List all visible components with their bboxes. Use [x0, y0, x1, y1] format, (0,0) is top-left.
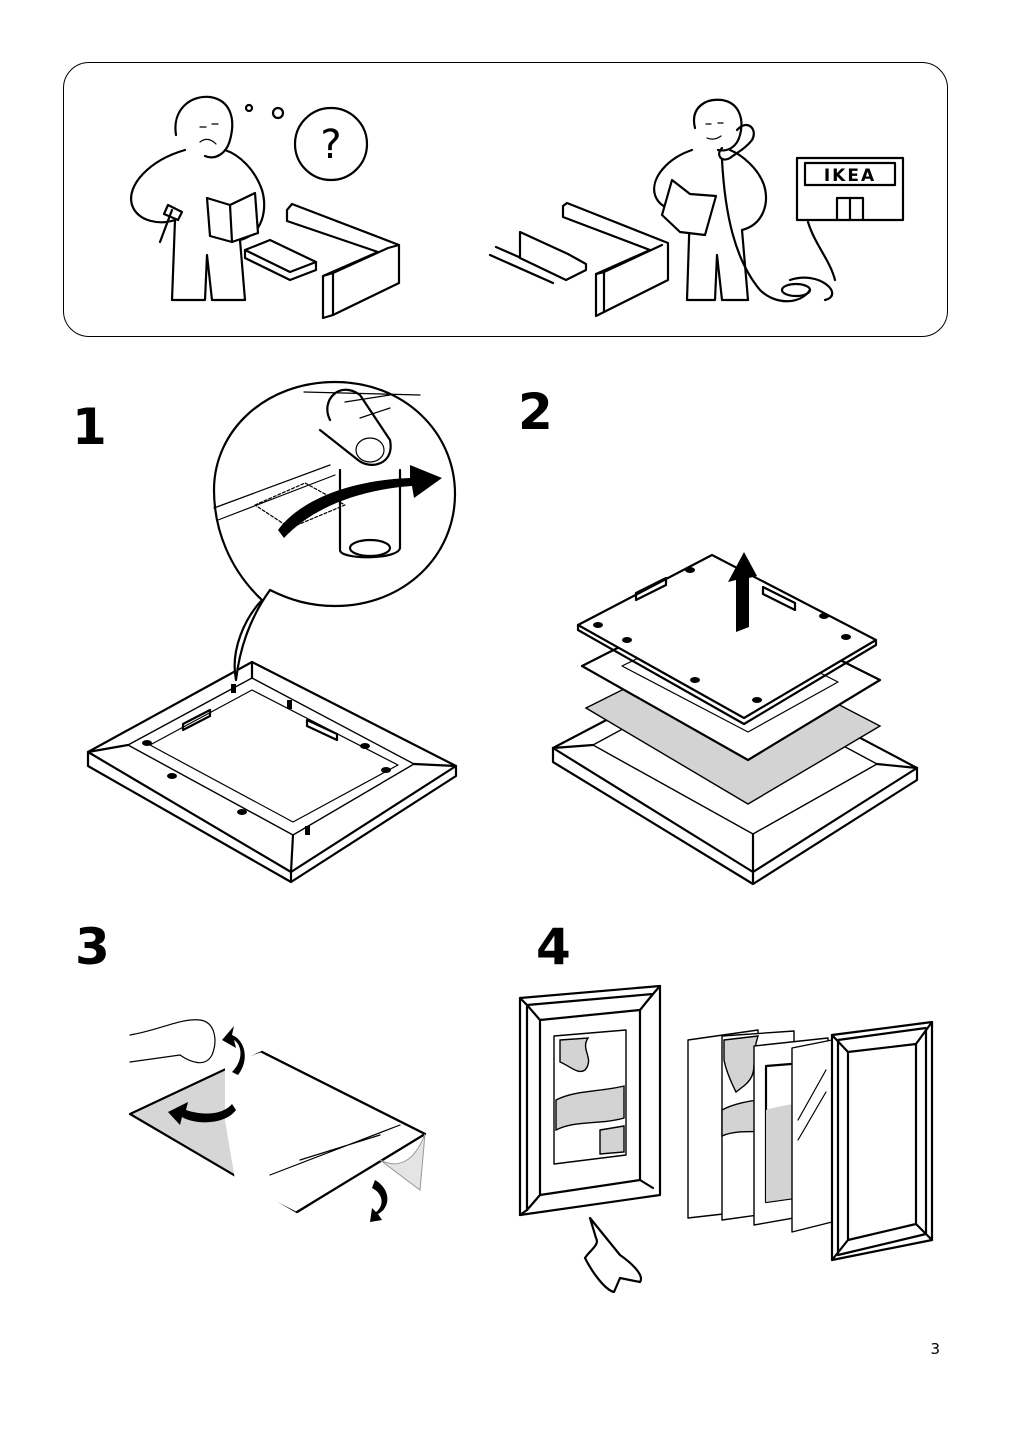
step-number-2: 2 — [518, 383, 553, 441]
store-sign-text: IKEA — [824, 166, 876, 186]
help-panel — [63, 62, 948, 337]
step-number-1: 1 — [72, 398, 107, 456]
step-number-4: 4 — [536, 918, 571, 976]
arrow-icon — [728, 552, 757, 632]
hand-icon — [129, 1019, 216, 1064]
step-number-3: 3 — [75, 918, 110, 976]
page-number: 3 — [930, 1340, 940, 1358]
question-mark: ? — [320, 122, 341, 168]
finger-icon — [583, 1216, 643, 1294]
